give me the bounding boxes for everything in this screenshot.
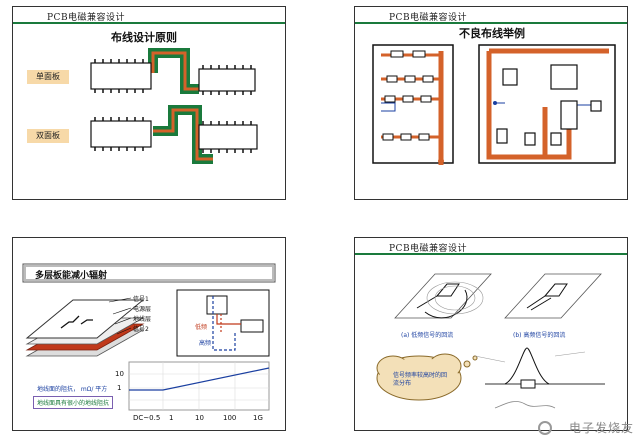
routing-diagram [90,48,258,164]
caption-low-frequency: (a) 低频信号的回流 [401,332,454,339]
layer-label-signal1: 信号1 [133,296,149,303]
graph-legend-impedance: 地线面的阻抗， mΩ/ 平方 [37,386,108,393]
header-text: PCB电磁兼容设计 [47,13,126,23]
watermark-text: 电子发烧友 [568,421,634,435]
slide-routing-principles: PCB电磁兼容设计 布线设计原则 单面板 双面板 [12,6,286,200]
y-tick: 1 [117,384,122,392]
slide-header: PCB电磁兼容设计 [355,7,627,25]
bad-routing-diagram [372,44,616,165]
x-tick: DC~0.5 [133,414,161,422]
return-current-diagram [376,273,605,409]
slide-title: 布线设计原则 [111,31,177,44]
layer-label-signal2: 信号2 [133,326,149,333]
header-rule [13,22,285,24]
header-rule [355,253,627,255]
double-layer-label: 双面板 [27,129,69,143]
slide-bad-routing: PCB电磁兼容设计 不良布线举例 [354,6,628,200]
x-tick: 1G [253,414,263,422]
header-rule [355,22,627,24]
inset-low-freq-label: 低频 [195,324,208,331]
cloud-callout-text: 信号频率较高时的回流分布 [393,372,448,387]
y-tick: 10 [115,370,124,378]
header-text: PCB电磁兼容设计 [389,244,468,254]
caption-high-frequency: (b) 高频信号的回流 [513,332,566,339]
x-tick: 1 [169,414,174,422]
slide-title: 多层板能减小辐射 [35,271,108,281]
layer-label-power: 电源层 [133,306,152,313]
x-tick: 10 [195,414,204,422]
slide-header: PCB电磁兼容设计 [13,7,285,25]
x-tick: 100 [223,414,237,422]
inset-high-freq-label: 高频 [199,340,212,347]
slide-header: PCB电磁兼容设计 [355,238,627,256]
header-text: PCB电磁兼容设计 [389,13,468,23]
slide-title: 不良布线举例 [459,27,525,40]
single-layer-label: 单面板 [27,70,69,84]
graph-legend-note: 地线面具有很小的地线阻抗 [33,396,114,409]
slide-multilayer: 多层板能减小辐射 信号1 电源层 地线层 信号2 低频 高频 10 1 DC~0… [12,237,286,431]
slide-return-current: PCB电磁兼容设计 (a) [354,237,628,431]
watermark-logo-icon [538,421,552,435]
multilayer-diagram [22,263,276,411]
layer-label-ground: 地线层 [133,316,152,323]
